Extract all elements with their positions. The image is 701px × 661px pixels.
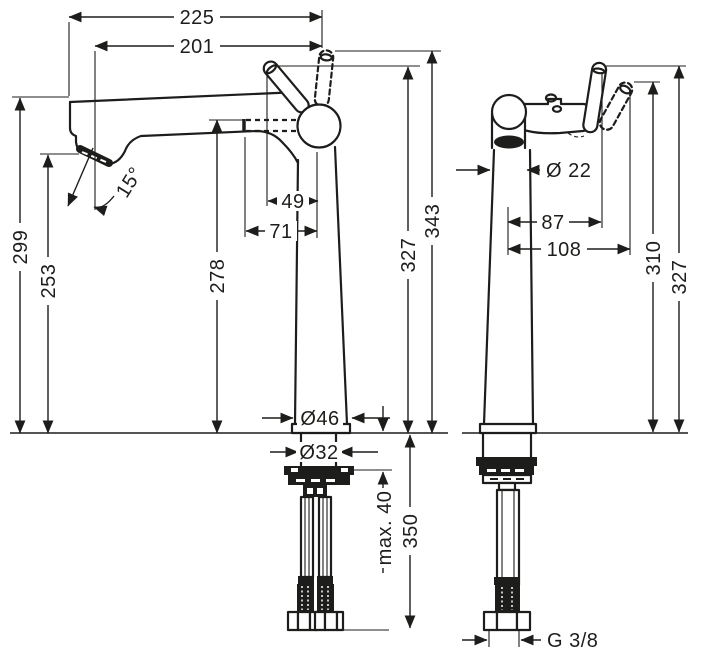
dim-shank-diameter: Ø32 xyxy=(299,442,338,464)
front-aerator-hatch xyxy=(81,151,107,163)
front-view xyxy=(10,49,448,632)
dim-reach-handle-open: 108 xyxy=(547,239,582,261)
supply-hose-side xyxy=(482,488,532,632)
side-valve-body xyxy=(519,97,594,135)
dim-spout-angle: 15° xyxy=(112,163,147,202)
dim-offset-cartridge: 71 xyxy=(269,221,292,243)
front-spout-top-edge xyxy=(68,90,301,104)
side-pin-detail xyxy=(551,105,563,113)
side-spout-end xyxy=(490,93,528,131)
front-spout-underside xyxy=(107,129,300,166)
dim-height-spout-top: 299 xyxy=(10,230,32,265)
front-handle-raised xyxy=(313,49,335,108)
side-dimensions: Ø 22 87 108 310 327 G 3/8 xyxy=(456,65,691,652)
side-column-right-edge xyxy=(528,148,535,426)
side-body-hidden-edge xyxy=(567,132,585,138)
dim-height-waterway: 278 xyxy=(207,259,229,294)
dim-offset-handle: 49 xyxy=(281,191,304,213)
front-spout xyxy=(70,92,315,164)
front-column-right-edge xyxy=(333,145,349,426)
dim-spout-diameter: Ø 22 xyxy=(546,160,591,182)
dim-mounting-max: max. 40 xyxy=(374,491,396,566)
dim-hose-length: 350 xyxy=(400,514,422,549)
dim-height-handle-front: 327 xyxy=(398,238,420,273)
side-spout-opening xyxy=(494,135,524,149)
front-dimensions: 225 201 299 253 278 15° 49 xyxy=(10,7,444,631)
dim-total-width: 225 xyxy=(180,7,215,29)
front-column xyxy=(295,145,348,424)
dim-height-outlet: 253 xyxy=(38,264,60,299)
dim-spout-reach: 201 xyxy=(180,36,215,58)
side-base-plinth xyxy=(478,422,538,435)
dim-reach-handle: 87 xyxy=(541,212,564,234)
dim-base-diameter: Ø46 xyxy=(300,408,339,430)
dim-height-max-front: 343 xyxy=(422,204,444,239)
dim-connection-thread: G 3/8 xyxy=(547,630,598,652)
dim-height-max-side: 327 xyxy=(669,260,691,295)
front-ball-joint xyxy=(296,103,342,149)
side-view xyxy=(462,61,688,632)
dim-height-handle-side: 310 xyxy=(643,241,665,276)
side-column-left-edge xyxy=(482,148,496,426)
supply-hoses-front xyxy=(286,495,345,632)
side-mounting-hardware xyxy=(476,431,537,492)
side-screw-detail xyxy=(544,93,558,103)
